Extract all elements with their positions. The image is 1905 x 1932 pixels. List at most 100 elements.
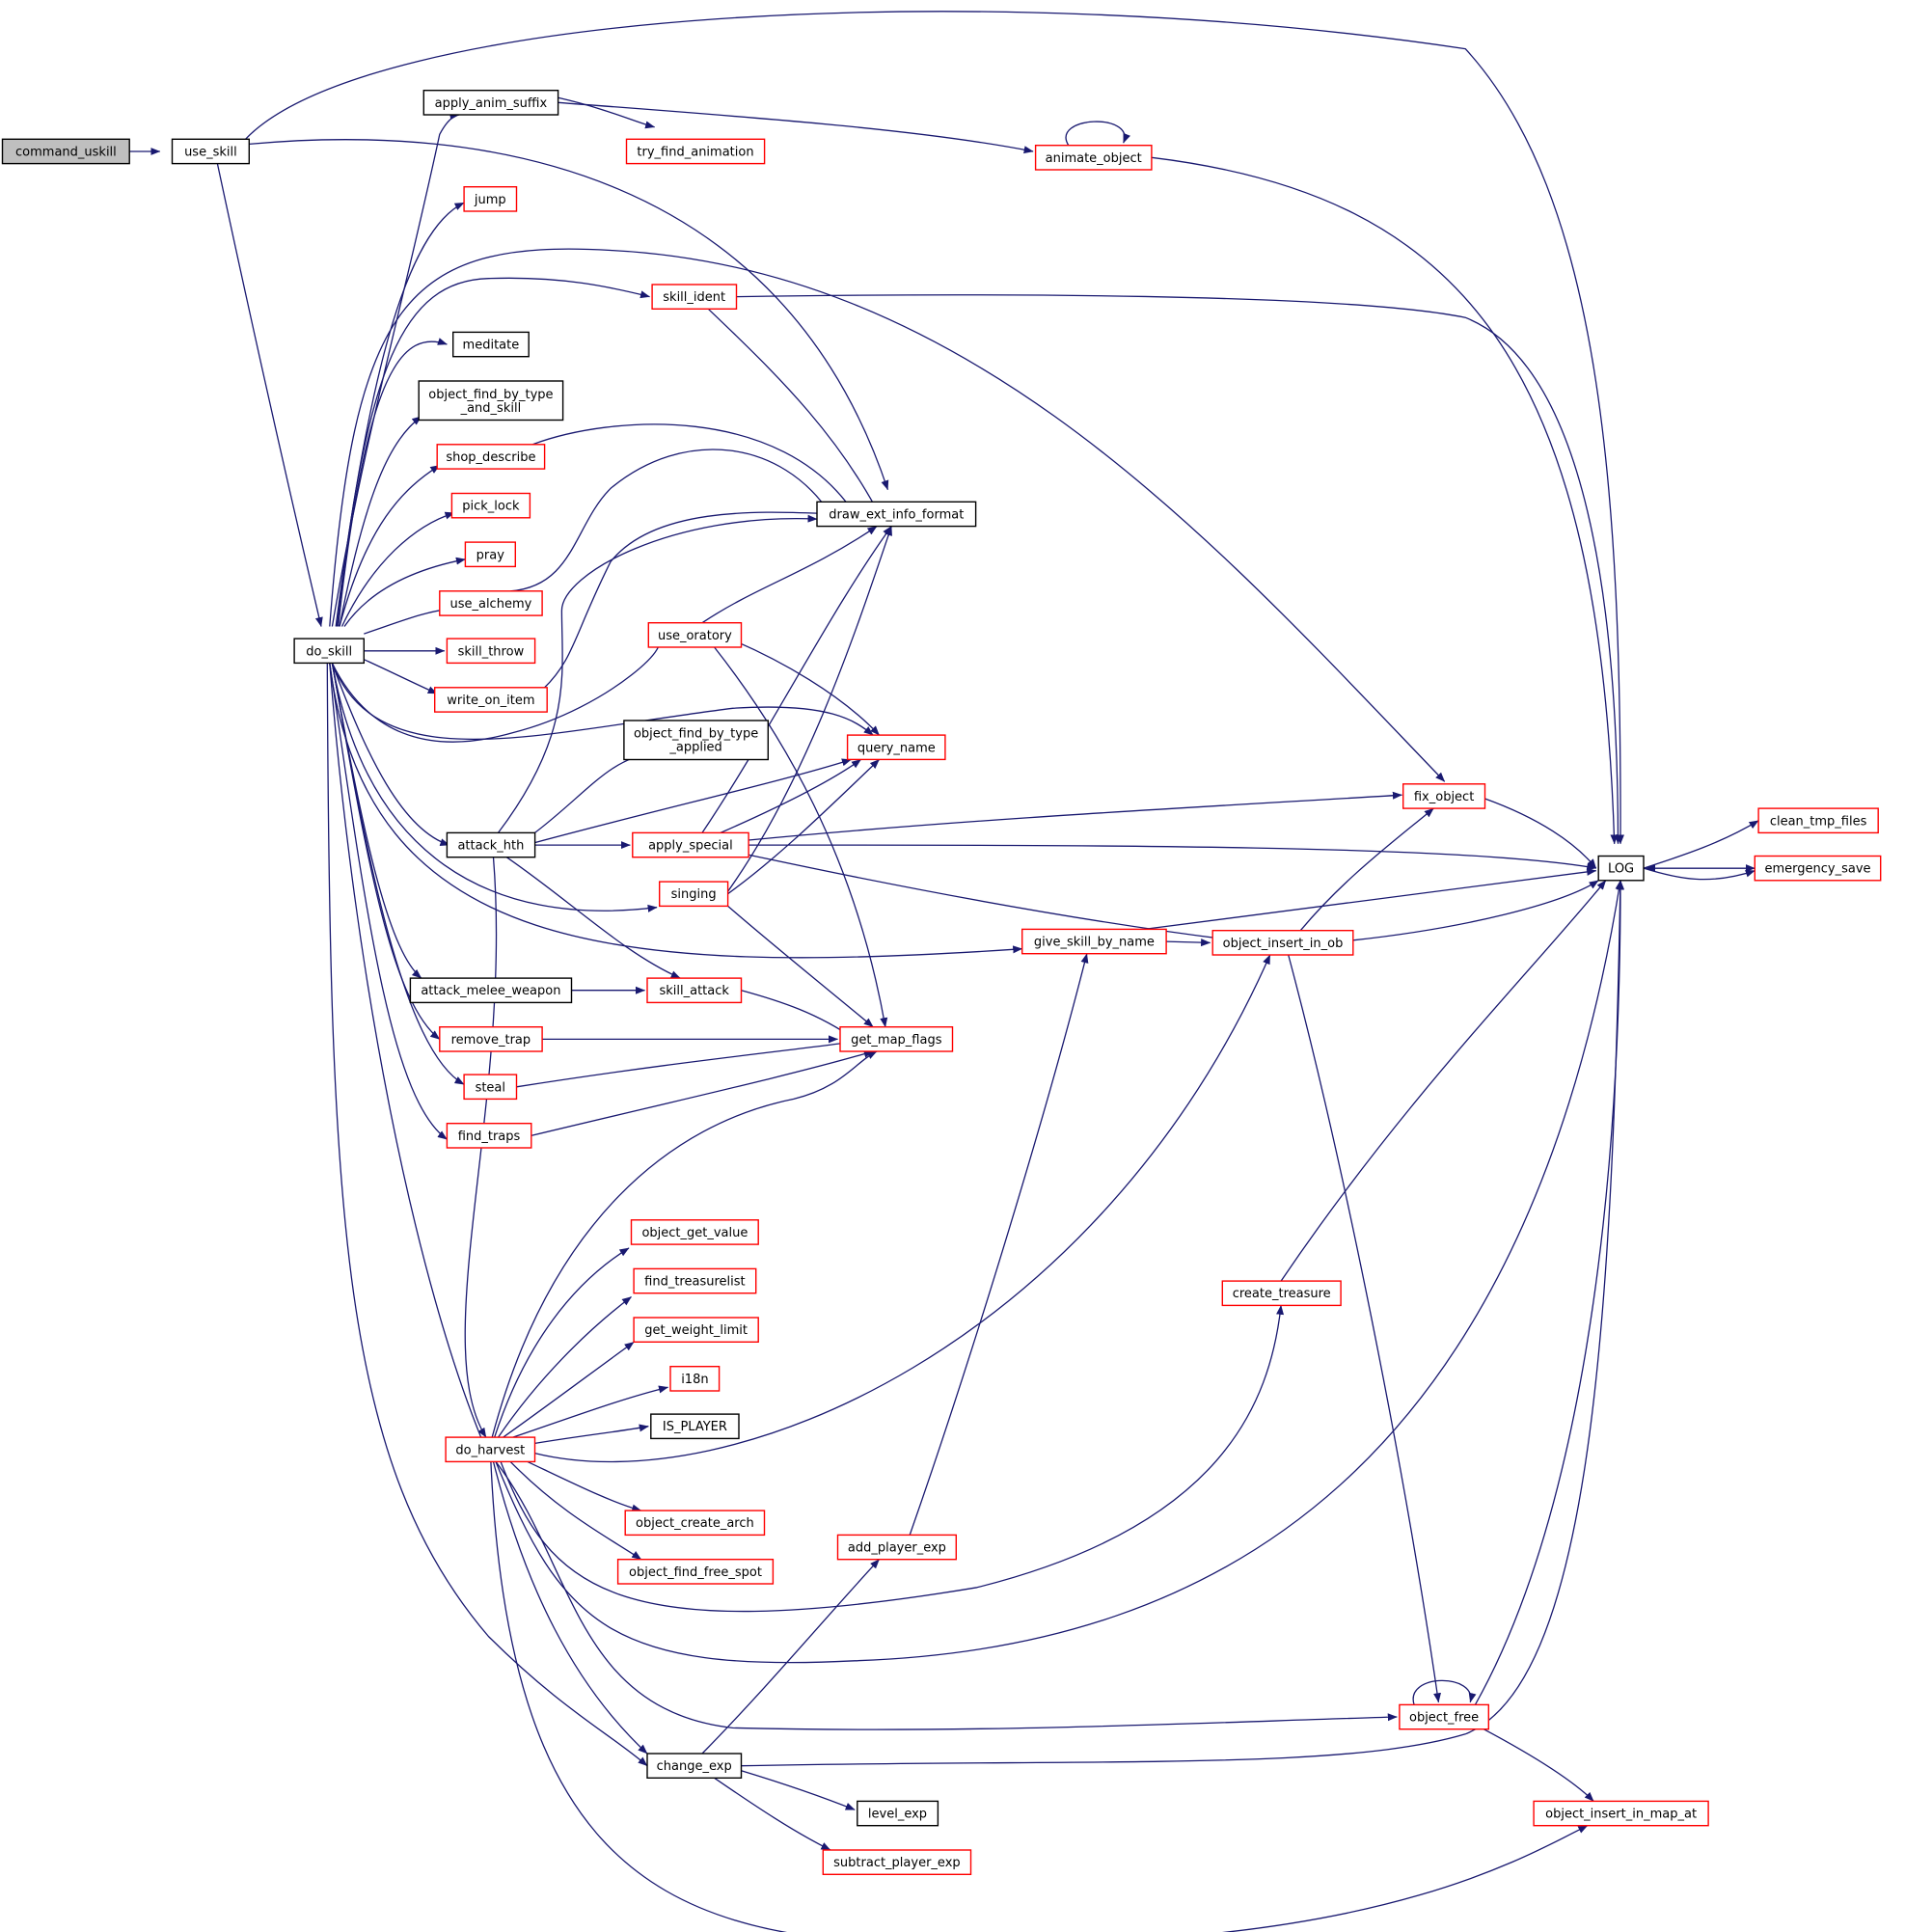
node-box-command-uskill [1, 138, 130, 165]
edge-skill-ident-to-draw-ext-info-format [707, 308, 886, 528]
node-log[interactable]: LOG [1597, 855, 1645, 882]
node-box-query-name [846, 734, 946, 761]
node-skill-attack[interactable]: skill_attack [646, 977, 743, 1004]
node-pray[interactable]: pray [464, 541, 516, 568]
node-animate-object[interactable]: animate_object [1034, 144, 1153, 171]
node-skill-ident[interactable]: skill_ident [651, 284, 738, 310]
node-label-do-harvest: do_harvest [455, 1443, 525, 1457]
edge-change-exp-to-subtract-player-exp [714, 1777, 831, 1851]
node-skill-throw[interactable]: skill_throw [446, 638, 536, 665]
node-box-do-harvest [445, 1436, 536, 1463]
node-shop-describe[interactable]: shop_describe [436, 444, 546, 470]
node-apply-anim-suffix[interactable]: apply_anim_suffix [422, 89, 559, 116]
node-jump[interactable]: jump [463, 185, 518, 212]
edge-do-skill-to-singing [331, 663, 658, 912]
node-box-attack-melee-weapon [409, 977, 573, 1004]
node-box-fix-object [1402, 783, 1486, 809]
node-box-use-oratory [647, 622, 743, 648]
node-box-i18n [669, 1365, 721, 1392]
node-find-treasurelist[interactable]: find_treasurelist [633, 1267, 757, 1294]
node-i18n[interactable]: i18n [669, 1365, 721, 1392]
node-object-find-by-type-and-skill[interactable]: object_find_by_type_and_skill [418, 380, 564, 422]
node-steal[interactable]: steal [463, 1074, 518, 1101]
edge-apply-anim-suffix-to-animate-object [558, 101, 1034, 154]
edge-animate-object-to-animate-object [1065, 121, 1130, 147]
edge-object-insert-in-ob-to-log [1352, 880, 1599, 941]
node-use-alchemy[interactable]: use_alchemy [439, 590, 543, 616]
node-label-fix-object: fix_object [1414, 790, 1474, 804]
node-label-jump: jump [474, 193, 506, 207]
node-label-write-on-item: write_on_item [447, 694, 534, 708]
node-box-object-find-by-type-and-skill [418, 380, 564, 422]
node-object-free[interactable]: object_free [1399, 1703, 1490, 1730]
node-box-meditate [452, 331, 530, 358]
node-remove-trap[interactable]: remove_trap [439, 1025, 543, 1052]
node-box-pray [464, 541, 516, 568]
node-label-object-free: object_free [1409, 1711, 1479, 1726]
node-clean-tmp-files[interactable]: clean_tmp_files [1757, 807, 1879, 834]
edge-give-skill-by-name-to-log [1144, 867, 1597, 931]
node-box-shop-describe [436, 444, 546, 470]
node-box-remove-trap [439, 1025, 543, 1052]
node-box-give-skill-by-name [1021, 928, 1167, 955]
node-attack-melee-weapon[interactable]: attack_melee_weapon [409, 977, 573, 1004]
node-box-find-traps [446, 1122, 532, 1149]
node-label-log: LOG [1608, 862, 1634, 877]
node-write-on-item[interactable]: write_on_item [434, 687, 548, 713]
node-find-traps[interactable]: find_traps [446, 1122, 532, 1149]
node-label-attack-hth: attack_hth [457, 839, 524, 854]
node-level-exp[interactable]: level_exp [857, 1800, 939, 1827]
node-give-skill-by-name[interactable]: give_skill_by_name [1021, 928, 1167, 955]
node-get-map-flags[interactable]: get_map_flags [839, 1025, 954, 1052]
node-box-singing [659, 881, 729, 908]
edge-do-harvest-to-object-free [495, 1461, 1398, 1730]
node-change-exp[interactable]: change_exp [646, 1753, 743, 1779]
node-draw-ext-info-format[interactable]: draw_ext_info_format [816, 501, 977, 528]
node-create-treasure[interactable]: create_treasure [1221, 1280, 1342, 1307]
node-query-name[interactable]: query_name [846, 734, 946, 761]
node-label-apply-anim-suffix: apply_anim_suffix [435, 96, 548, 111]
node-label-object-get-value: object_get_value [641, 1226, 748, 1240]
node-meditate[interactable]: meditate [452, 331, 530, 358]
node-attack-hth[interactable]: attack_hth [446, 831, 536, 858]
node-label-do-skill: do_skill [306, 644, 352, 659]
node-pick-lock[interactable]: pick_lock [450, 492, 531, 519]
node-do-skill[interactable]: do_skill [293, 638, 366, 665]
call-edges [129, 11, 1759, 1932]
node-object-find-free-spot[interactable]: object_find_free_spot [616, 1558, 775, 1585]
node-use-skill[interactable]: use_skill [171, 138, 251, 165]
node-object-insert-in-ob[interactable]: object_insert_in_ob [1211, 930, 1354, 956]
node-add-player-exp[interactable]: add_player_exp [836, 1534, 958, 1561]
node-subtract-player-exp[interactable]: subtract_player_exp [822, 1849, 972, 1875]
node-box-draw-ext-info-format [816, 501, 977, 528]
node-emergency-save[interactable]: emergency_save [1754, 855, 1882, 882]
node-box-use-skill [171, 138, 251, 165]
node-box-skill-attack [646, 977, 743, 1004]
node-box-subtract-player-exp [822, 1849, 972, 1875]
node-label-use-alchemy: use_alchemy [449, 597, 531, 612]
node-label-meditate: meditate [463, 339, 520, 353]
node-box-change-exp [646, 1753, 743, 1779]
node-object-insert-in-map-at[interactable]: object_insert_in_map_at [1533, 1800, 1709, 1827]
edge-shop-describe-to-draw-ext-info-format [531, 423, 856, 515]
node-singing[interactable]: singing [659, 881, 729, 908]
node-is-player[interactable]: IS_PLAYER [650, 1413, 740, 1440]
edge-singing-to-query-name [727, 759, 880, 895]
node-object-create-arch[interactable]: object_create_arch [624, 1510, 766, 1537]
node-use-oratory[interactable]: use_oratory [647, 622, 743, 648]
node-label-find-traps: find_traps [458, 1129, 521, 1144]
edge-attack-hth-to-object-find-by-type-applied [534, 749, 654, 833]
node-label-try-find-animation: try_find_animation [637, 146, 753, 160]
node-object-find-by-type-applied[interactable]: object_find_by_type_applied [623, 720, 770, 761]
edge-attack-hth-to-draw-ext-info-format [497, 514, 818, 833]
node-box-object-free [1399, 1703, 1490, 1730]
node-box-log [1597, 855, 1645, 882]
node-get-weight-limit[interactable]: get_weight_limit [633, 1317, 759, 1343]
node-do-harvest[interactable]: do_harvest [445, 1436, 536, 1463]
node-apply-special[interactable]: apply_special [632, 831, 749, 858]
node-try-find-animation[interactable]: try_find_animation [625, 138, 766, 165]
node-object-get-value[interactable]: object_get_value [630, 1219, 759, 1245]
node-label-object-find-free-spot: object_find_free_spot [629, 1565, 762, 1580]
node-fix-object[interactable]: fix_object [1402, 783, 1486, 809]
